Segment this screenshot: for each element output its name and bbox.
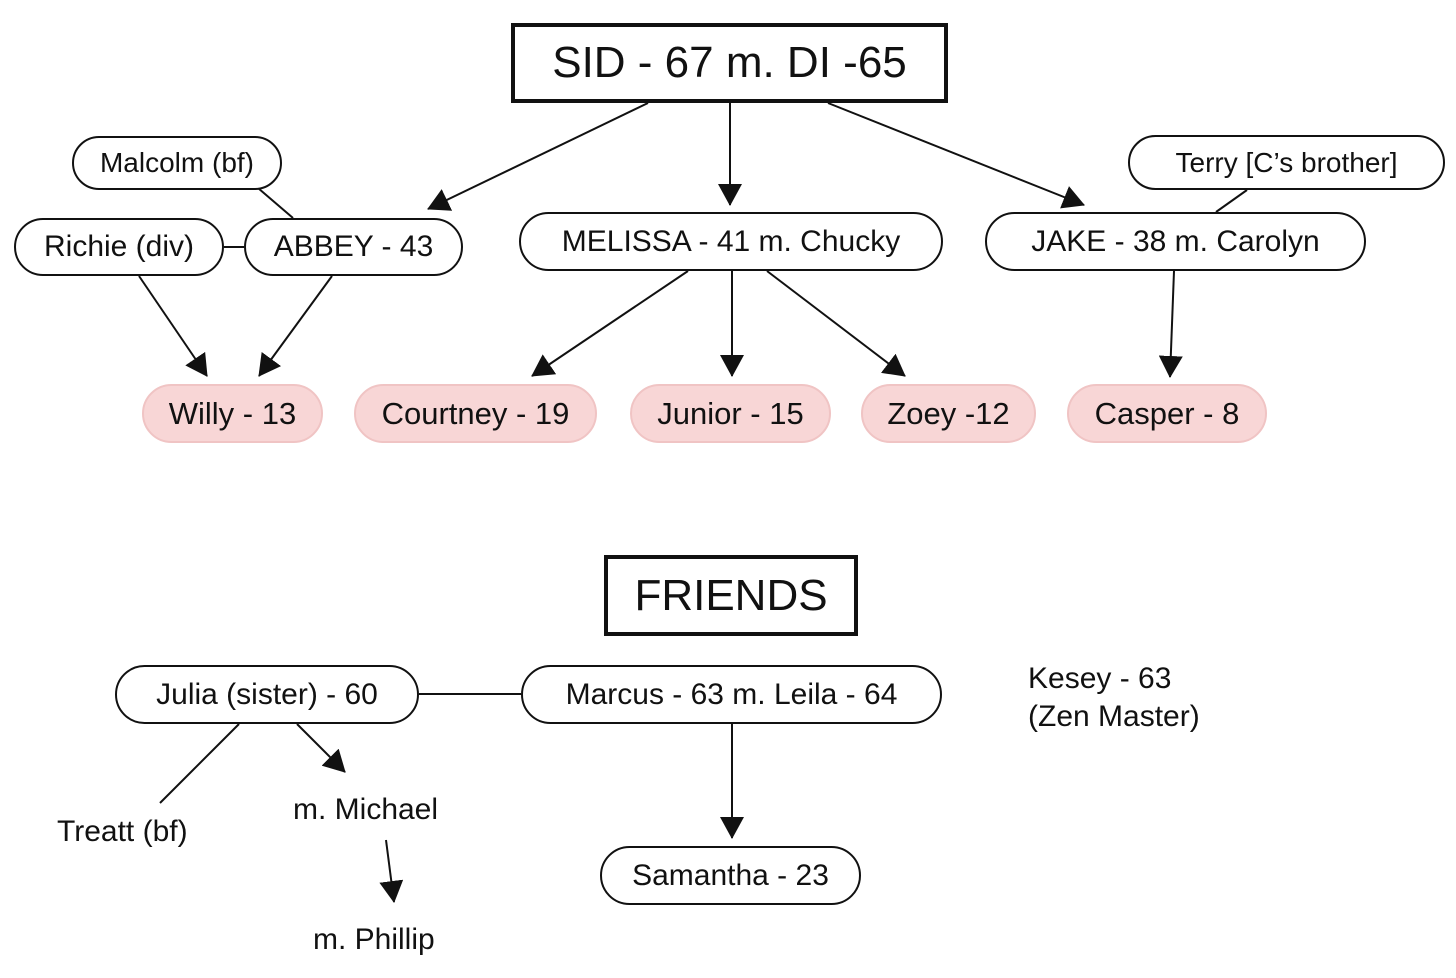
grandchild-node-courtney: Courtney - 19	[354, 384, 597, 443]
grandchild-node-junior: Junior - 15	[630, 384, 831, 443]
malcolm-node: Malcolm (bf)	[72, 136, 282, 190]
jake-node: JAKE - 38 m. Carolyn	[985, 212, 1366, 271]
grandchild-node-zoey: Zoey -12	[861, 384, 1036, 443]
phillip-label: m. Phillip	[313, 923, 435, 956]
arrow-sid-to-jake	[827, 102, 1085, 209]
michael-label: m. Michael	[293, 793, 439, 826]
richie-node: Richie (div)	[14, 218, 224, 276]
arrow-melissa-to-courtney	[531, 270, 689, 377]
terry-node: Terry [C’s brother]	[1128, 135, 1445, 190]
abbey-node: ABBEY - 43	[244, 218, 463, 276]
kesey-title: (Zen Master)	[1028, 700, 1200, 733]
friends-header-box: FRIENDS	[604, 555, 858, 636]
arrow-michael-to-phillip	[379, 839, 404, 903]
line-julia-to-treatt	[159, 723, 240, 804]
samantha-node: Samantha - 23	[600, 846, 861, 905]
kesey-label: Kesey - 63 (Zen Master)	[1028, 660, 1200, 736]
julia-node: Julia (sister) - 60	[115, 665, 419, 724]
arrow-melissa-to-zoey	[766, 270, 906, 377]
grandchild-node-willy: Willy - 13	[142, 384, 323, 443]
grandchild-node-casper: Casper - 8	[1067, 384, 1267, 443]
family-head-box: SID - 67 m. DI -65	[511, 23, 948, 103]
treatt-label: Treatt (bf)	[57, 815, 188, 848]
arrow-julia-to-michael	[296, 723, 346, 773]
arrow-abbey-to-willy	[258, 275, 333, 377]
melissa-node: MELISSA - 41 m. Chucky	[519, 212, 943, 271]
kesey-name-age: Kesey - 63	[1028, 662, 1172, 695]
line-malcolm-to-abbey	[257, 187, 294, 219]
arrow-jake-to-casper	[1158, 270, 1183, 378]
arrow-richie-to-willy	[138, 275, 208, 377]
line-terry-to-jake	[1215, 189, 1248, 213]
marcus-node: Marcus - 63 m. Leila - 64	[521, 665, 942, 724]
arrow-sid-to-abbey	[427, 102, 649, 211]
